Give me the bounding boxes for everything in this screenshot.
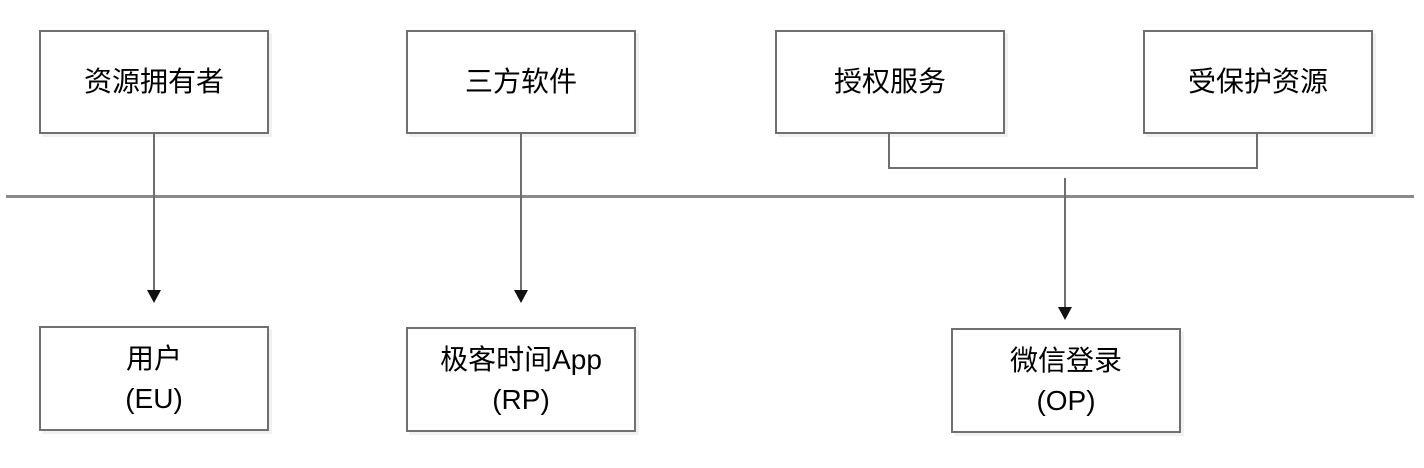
divider-line [6,195,1414,198]
node-end-user-sublabel: (EU) [125,382,183,414]
node-resource-owner-label: 资源拥有者 [83,66,224,98]
node-auth-service-label: 授权服务 [833,66,946,98]
node-end-user: 用户 (EU) [39,326,269,431]
arrow-line-third-party-to-relying-party [520,133,522,290]
connector-stub-auth-service [888,133,890,169]
node-auth-service: 授权服务 [775,30,1005,134]
arrow-line-merged-to-openid-provider [1064,178,1066,307]
node-third-party-label: 三方软件 [464,66,577,98]
connector-stub-protected-resource [1256,133,1258,169]
node-openid-provider-label: 微信登录 [1009,344,1122,376]
node-openid-provider-sublabel: (OP) [1036,384,1096,416]
node-protected-resource-label: 受保护资源 [1187,66,1328,98]
node-relying-party-sublabel: (RP) [492,383,550,415]
arrowhead-down-icon [1058,307,1072,320]
node-openid-provider: 微信登录 (OP) [951,328,1181,433]
node-end-user-label: 用户 [125,342,182,374]
arrow-line-resource-owner-to-end-user [153,133,155,290]
arrowhead-down-icon [147,290,161,303]
node-relying-party-label: 极客时间App [440,343,602,375]
node-relying-party: 极客时间App (RP) [406,327,636,432]
node-protected-resource: 受保护资源 [1143,30,1373,134]
node-resource-owner: 资源拥有者 [39,30,269,134]
node-third-party: 三方软件 [406,30,636,134]
connector-horizontal-merge [888,167,1258,169]
arrowhead-down-icon [514,290,528,303]
